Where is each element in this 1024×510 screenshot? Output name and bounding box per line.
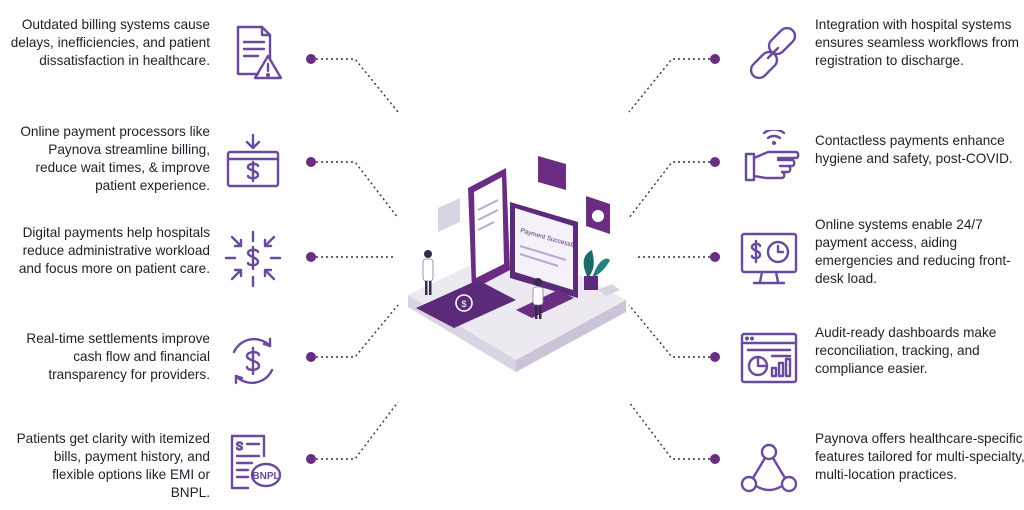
floating-panel-3 (438, 198, 460, 232)
connector-right-2 (628, 161, 715, 219)
dollar-converge-icon (224, 230, 282, 288)
connector-left-4 (311, 304, 399, 358)
dot-right-5 (710, 454, 720, 464)
right-item-1-text: Integration with hospital systems ensure… (815, 17, 1019, 68)
dot-left-5 (306, 454, 316, 464)
payment-screen: Payment Successful (510, 202, 579, 298)
connector-left-5 (311, 401, 399, 460)
floating-panel-1 (538, 156, 566, 190)
right-item-4-text: Audit-ready dashboards make reconciliati… (815, 325, 997, 376)
dot-left-3 (306, 252, 316, 262)
dot-left-2 (306, 157, 316, 167)
document-warning-icon (224, 22, 283, 80)
connector-right-5 (628, 401, 715, 460)
credit-card-floor: $ (416, 280, 516, 328)
doctor-figure (422, 250, 434, 295)
itemized-bill-icon: BNPL (224, 432, 282, 490)
right-item-3-text: Online systems enable 24/7 payment acces… (815, 217, 1011, 286)
monitor-clock-icon (740, 230, 798, 288)
dashboard-icon (740, 330, 798, 388)
network-icon (740, 442, 798, 500)
connector-right-4 (628, 304, 715, 358)
dot-right-2 (710, 157, 720, 167)
right-item-2-text: Contactless payments enhance hygiene and… (815, 133, 1013, 166)
dot-right-3 (710, 252, 720, 262)
potted-plant (583, 250, 610, 290)
left-item-1-text: Outdated billing systems cause delays, i… (10, 17, 210, 68)
link-icon (744, 24, 802, 82)
contactless-hand-icon (744, 128, 802, 188)
center-illustration: Payment Successful $ (398, 150, 630, 380)
dot-left-1 (306, 54, 316, 64)
left-item-2-text: Online payment processors like Paynova s… (20, 124, 210, 193)
person-at-desk (516, 278, 574, 319)
dot-right-1 (710, 54, 720, 64)
right-item-5-text: Paynova offers healthcare-specific featu… (815, 431, 1024, 482)
left-item-5-text: Patients get clarity with itemized bills… (16, 431, 210, 500)
connector-right-1 (628, 58, 715, 113)
card-payment-icon (224, 133, 282, 191)
card-dollar-symbol: $ (461, 299, 466, 309)
left-item-3-text: Digital payments help hospitals reduce a… (18, 225, 210, 276)
bnpl-badge-text: BNPL (252, 471, 279, 482)
phone-device (468, 168, 510, 290)
connector-left-2 (311, 161, 399, 219)
dollar-cycle-icon (224, 332, 282, 390)
dot-left-4 (306, 352, 316, 362)
connector-left-1 (311, 58, 399, 113)
left-item-4-text: Real-time settlements improve cash flow … (26, 331, 210, 382)
dot-right-4 (710, 352, 720, 362)
